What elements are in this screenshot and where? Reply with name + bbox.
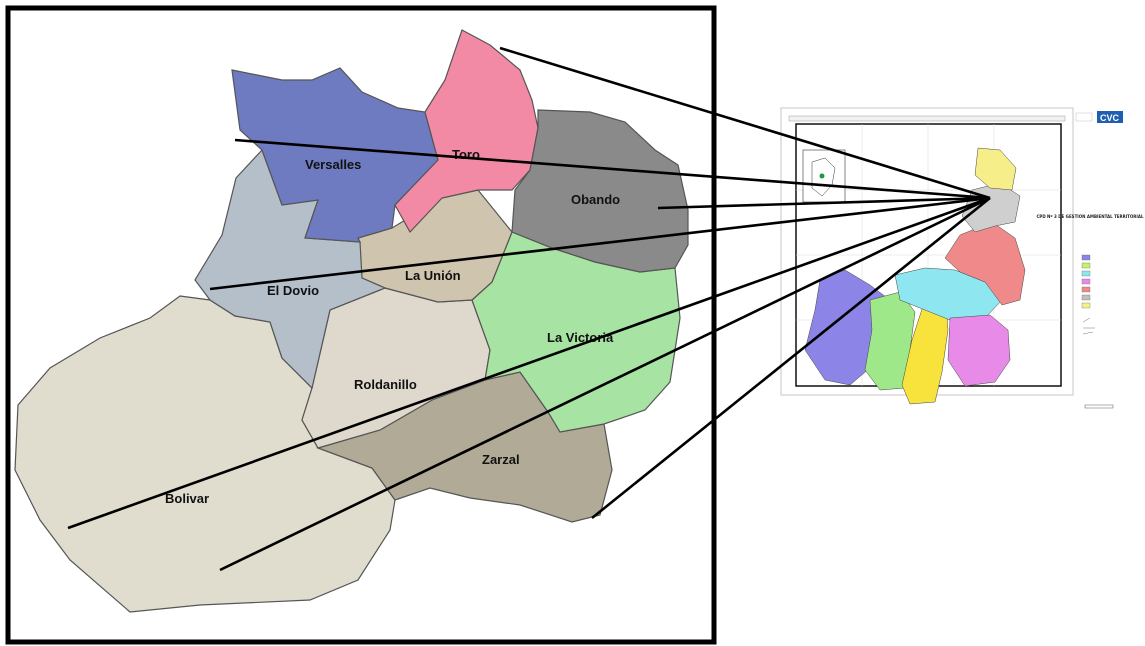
label-zarzal: Zarzal [482,452,520,467]
legend-swatch-3 [1081,270,1091,277]
connector-line-2 [234,138,991,200]
inset-locator-marker [819,173,825,179]
inset-basin-magenta [947,314,1011,387]
connector-line-1 [499,46,991,200]
legend-swatch-1 [1081,254,1091,261]
legend-line-symbols [1082,317,1095,335]
label-roldanillo: Roldanillo [354,377,417,392]
legend-swatch-6 [1081,294,1091,301]
legend-swatch-2 [1081,262,1091,269]
label-bolivar: Bolivar [165,491,209,506]
label-la-union: La Unión [405,268,461,283]
municipality-toro[interactable] [394,29,539,234]
cvc-logo-text: CVC [1100,113,1120,123]
connector-line-5 [67,196,991,530]
connector-line-7 [591,196,991,520]
inset-legend-header-box [1075,112,1093,122]
municipality-obando[interactable] [511,109,689,273]
inset-legend-title: CPD Nº 3 DE GESTION AMBIENTAL TERRITORIA… [1036,214,1144,219]
label-la-victoria: La Victoria [547,330,614,345]
legend-swatch-4 [1081,278,1091,285]
inset-basin-red [944,221,1026,306]
label-versalles: Versalles [305,157,361,172]
inset-basin-yellow-north [974,147,1017,191]
inset-scale-bar-top [788,115,1066,122]
legend-swatch-7 [1081,302,1091,309]
inset-map: CVC CPD Nº 3 DE GESTION AMBIENTAL TERRIT… [780,107,1144,409]
connector-line-6 [219,196,991,572]
connector-line-3 [657,196,991,210]
label-obando: Obando [571,192,620,207]
connector-line-4 [209,196,991,291]
connector-lines [67,46,991,572]
inset-basin-cyan [894,267,1003,323]
municipality-versalles[interactable] [231,67,439,243]
inset-scale-bar [1084,404,1114,409]
legend-swatch-5 [1081,286,1091,293]
cvc-logo [1097,111,1123,123]
label-el-dovio: El Dovio [267,283,319,298]
